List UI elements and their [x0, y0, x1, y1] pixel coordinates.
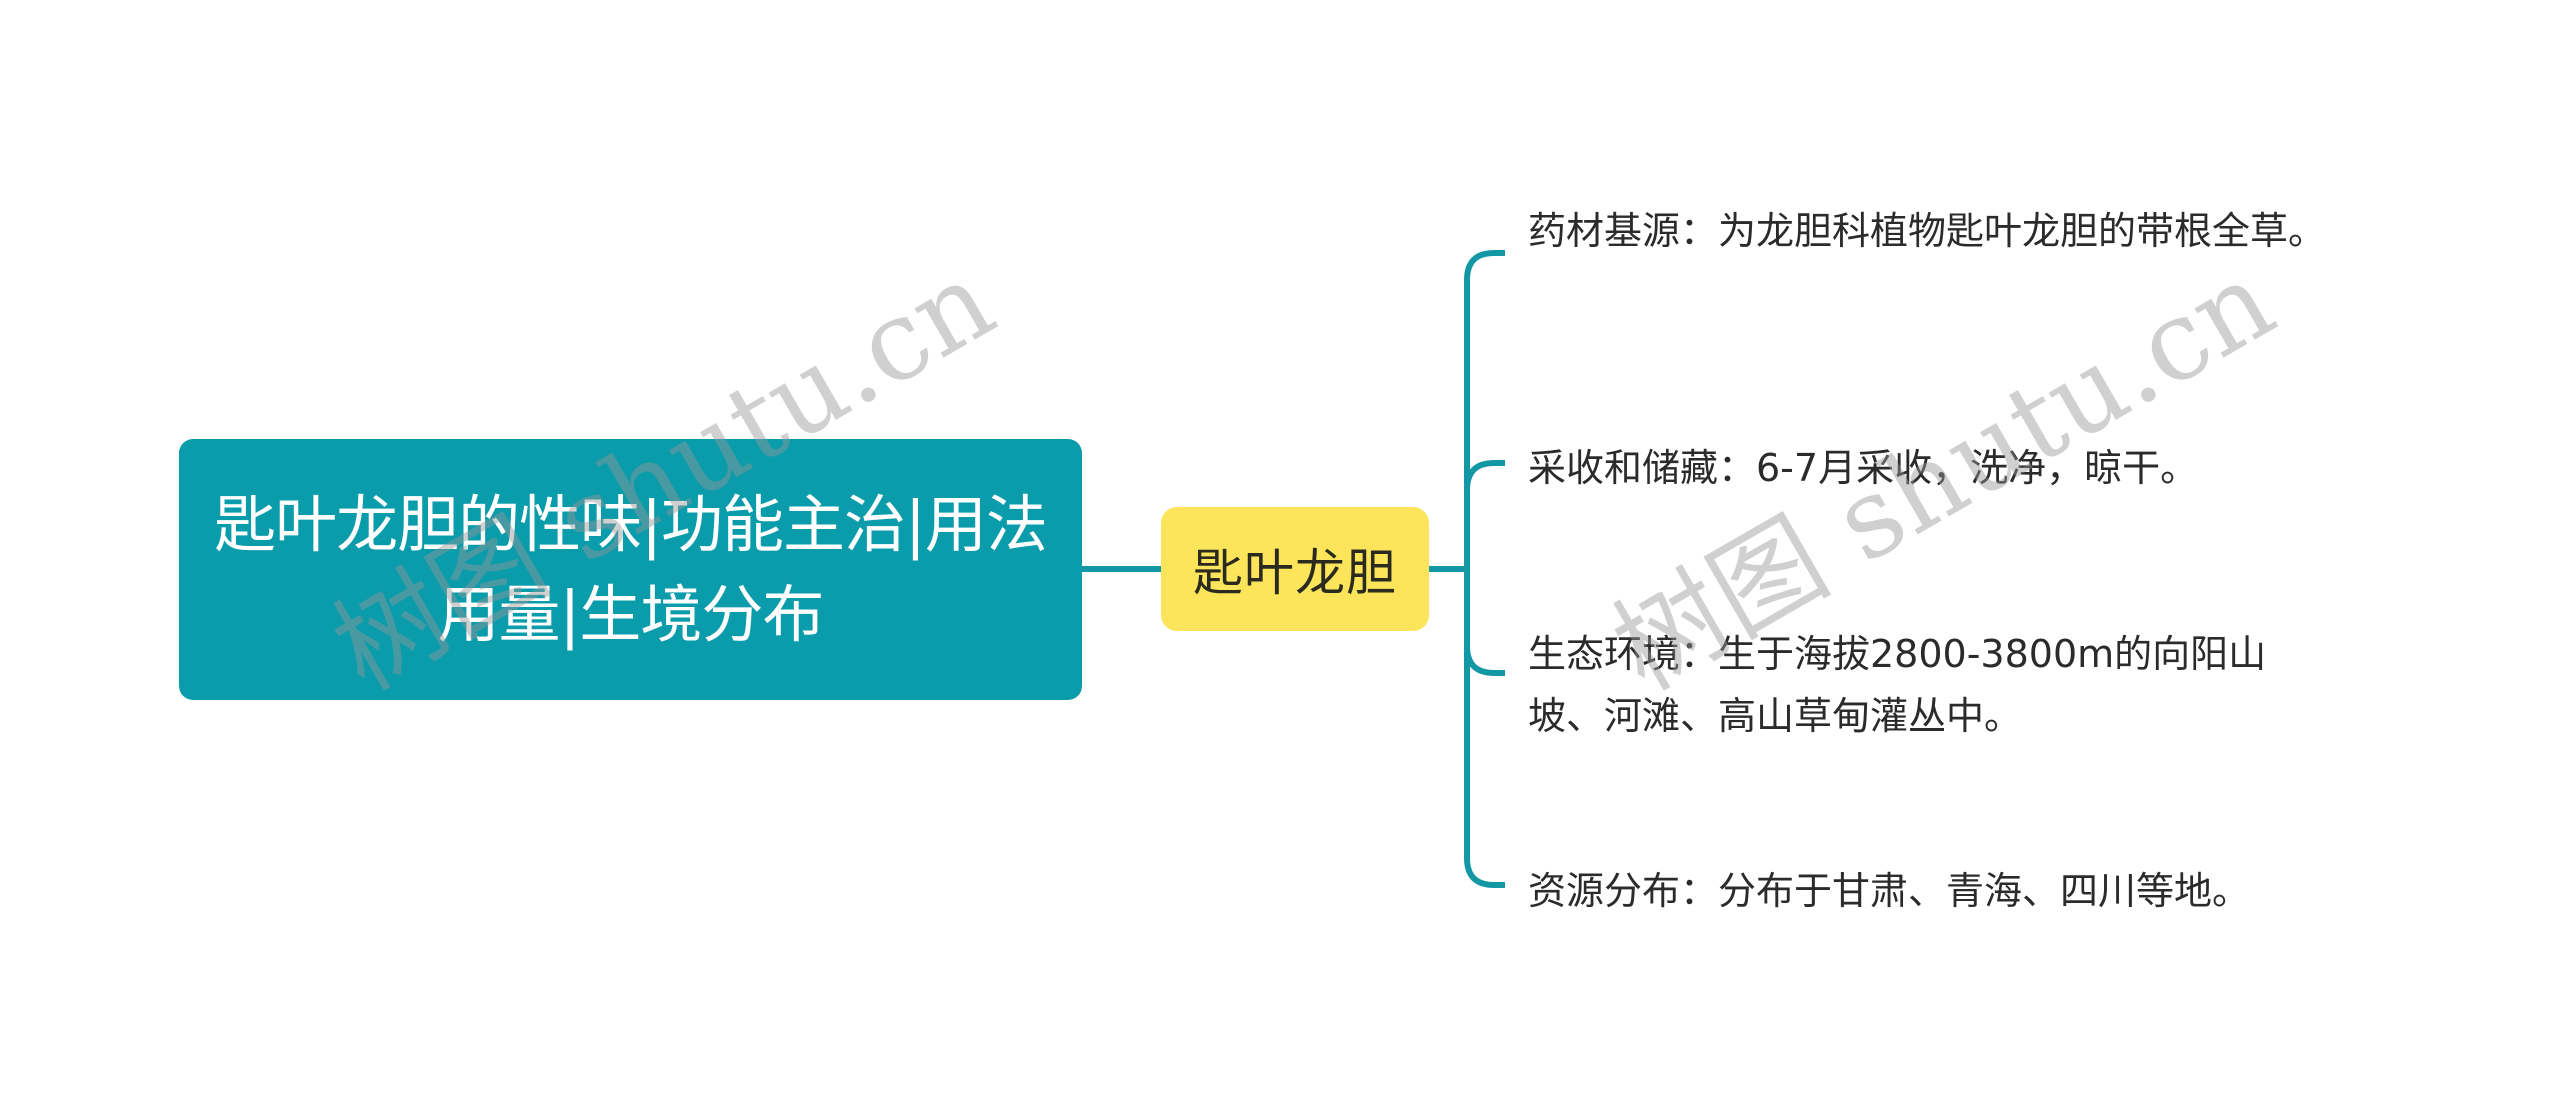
central-topic-node[interactable]: 匙叶龙胆 — [1161, 507, 1429, 631]
branch-node-harvest[interactable]: 采收和储藏：6-7月采收，洗净，晾干。 — [1528, 437, 2378, 499]
central-topic-label: 匙叶龙胆 — [1193, 544, 1397, 602]
root-topic-label: 匙叶龙胆的性味|功能主治|用法用量|生境分布 — [214, 487, 1048, 651]
branch-node-habitat[interactable]: 生态环境：生于海拔2800-3800m的向阳山坡、河滩、高山草甸灌丛中。 — [1528, 623, 2338, 747]
branch-node-source[interactable]: 药材基源：为龙胆科植物匙叶龙胆的带根全草。 — [1528, 200, 2368, 262]
branch-label: 资源分布：分布于甘肃、青海、四川等地。 — [1528, 869, 2251, 913]
branch-label: 采收和储藏：6-7月采收，洗净，晾干。 — [1528, 446, 2199, 490]
branch-label: 药材基源：为龙胆科植物匙叶龙胆的带根全草。 — [1528, 209, 2327, 253]
branch-node-distribution[interactable]: 资源分布：分布于甘肃、青海、四川等地。 — [1528, 860, 2378, 922]
root-topic-node[interactable]: 匙叶龙胆的性味|功能主治|用法用量|生境分布 — [179, 439, 1082, 700]
branch-label: 生态环境：生于海拔2800-3800m的向阳山坡、河滩、高山草甸灌丛中。 — [1528, 632, 2267, 738]
